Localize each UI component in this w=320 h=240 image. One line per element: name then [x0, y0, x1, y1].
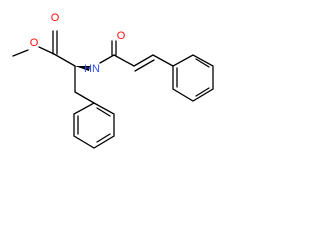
- amide-hydrogen-label: H: [84, 63, 92, 75]
- alkene-double-bond-a: [133, 54, 154, 67]
- nitrogen-to-amide-carbon-bond: [99, 54, 115, 64]
- ester-carbon-to-alpha-carbon-bond: [53, 53, 76, 67]
- amide-nitrogen-label: N: [92, 63, 100, 75]
- benzyl-phenyl-ring: [73, 102, 115, 149]
- amide-carbonyl-oxygen-label: O: [117, 30, 126, 42]
- amide-carbon-to-alkene-bond: [113, 54, 135, 67]
- molecule-structure: O O N H O: [12, 12, 214, 149]
- alkene-to-phenyl-bond: [152, 54, 174, 67]
- methylene-to-phenyl-bond: [74, 91, 95, 104]
- methyl-to-oxygen-bond: [12, 49, 29, 57]
- oxygen-to-ester-carbon-bond: [38, 46, 55, 55]
- alpha-carbon-to-nitrogen-wedge: [75, 66, 90, 71]
- cinnamoyl-phenyl-ring: [172, 54, 214, 102]
- alkene-double-bond-b: [134, 59, 155, 72]
- ester-oxygen-label: O: [30, 37, 39, 49]
- ester-carbonyl-oxygen-label: O: [51, 12, 60, 24]
